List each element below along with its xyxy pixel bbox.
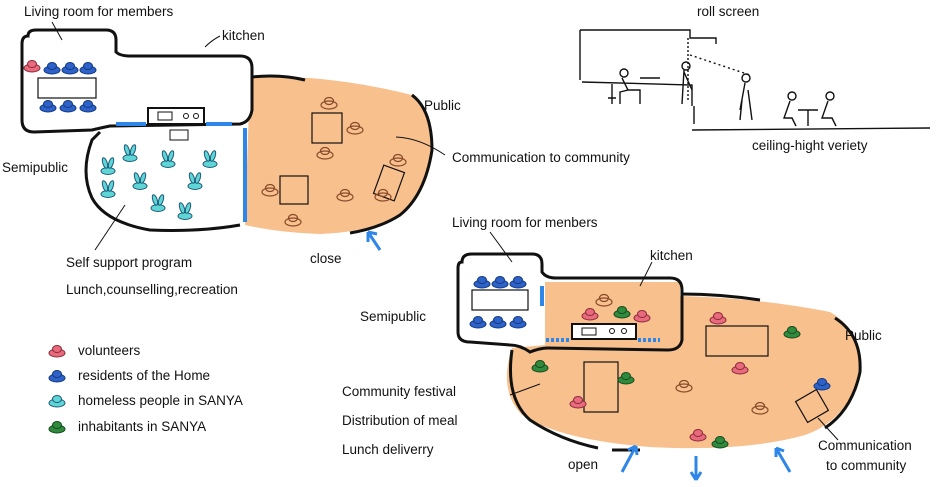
d2-community-festival-label: Community festival — [342, 384, 457, 399]
d2-open-label: open — [568, 457, 599, 472]
d2-distribution-label: Distribution of meal — [342, 413, 458, 428]
d2-lunch-delivery-label: Lunch deliverry — [342, 442, 434, 457]
d2-communication-label-1: Communication — [818, 438, 912, 453]
roll-screen-label: roll screen — [697, 4, 760, 19]
diagram1-public-area — [245, 77, 432, 234]
d2-communication-label-2: to community — [826, 458, 907, 473]
legend-item-volunteers: volunteers — [46, 343, 140, 358]
person-icon — [48, 344, 66, 357]
person-icon — [48, 420, 66, 433]
d2-semipublic-label: Semipublic — [360, 309, 427, 324]
ceiling-label: ceiling-hight veriety — [752, 138, 868, 153]
legend-label: residents of the Home — [78, 368, 211, 383]
d1-close-label: close — [310, 251, 342, 266]
person-icon — [48, 369, 66, 382]
d2-public-label: Public — [845, 328, 882, 343]
d1-living-room-label: Living room for members — [24, 4, 174, 19]
diagram2-plan — [456, 231, 862, 481]
legend-item-residents: residents of the Home — [46, 368, 210, 383]
legend-label: volunteers — [78, 343, 141, 358]
diagram2-outline — [681, 292, 761, 302]
diagram1-plan — [20, 21, 446, 251]
d1-public-label: Public — [424, 98, 461, 113]
diagram2-living-room — [456, 252, 684, 354]
d1-communication-label: Communication to community — [452, 150, 630, 165]
diagram1-living-room — [20, 28, 254, 134]
d2-living-room-label: Living room for menbers — [452, 215, 598, 230]
legend-label: homeless people in SANYA — [78, 393, 243, 408]
legend-label: inhabitants in SANYA — [78, 419, 207, 434]
d1-kitchen-label: kitchen — [222, 28, 265, 43]
d1-semipublic-label: Semipublic — [2, 160, 69, 175]
legend-item-inhabitants: inhabitants in SANYA — [46, 419, 206, 434]
person-icon — [48, 394, 66, 407]
section-sketch — [579, 29, 931, 131]
d2-kitchen-label: kitchen — [650, 248, 693, 263]
d1-self-support-label: Self support program — [66, 255, 193, 270]
legend-item-homeless: homeless people in SANYA — [46, 393, 243, 408]
diagram1-outline — [251, 74, 306, 82]
d1-lunch-label: Lunch,counselling,recreation — [66, 282, 238, 297]
